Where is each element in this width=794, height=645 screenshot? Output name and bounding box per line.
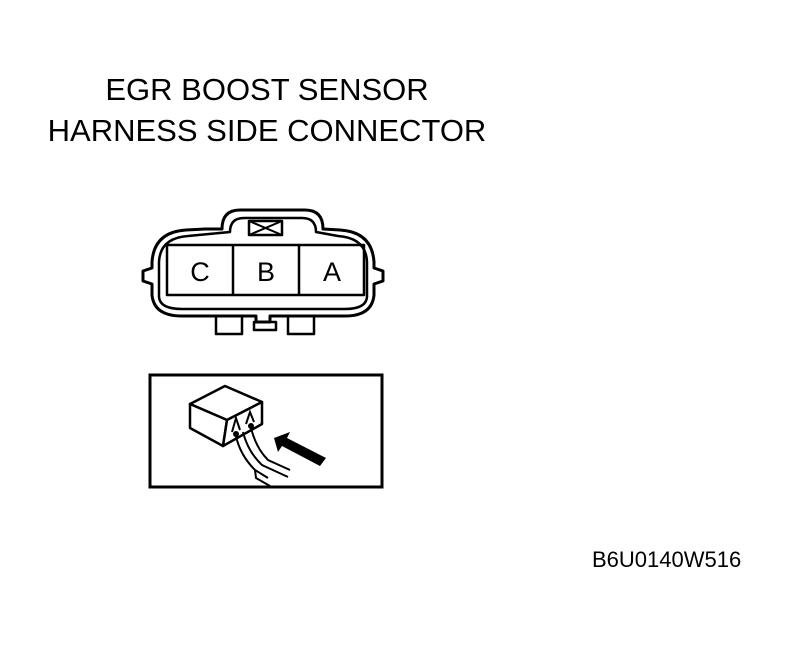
diagram-title-line2: HARNESS SIDE CONNECTOR <box>47 113 487 148</box>
reference-code: B6U0140W516 <box>592 547 742 572</box>
pin-label-c: C <box>190 257 210 287</box>
pin-label-b: B <box>257 257 275 287</box>
arrow-icon <box>274 432 326 466</box>
diagram-title-line1: EGR BOOST SENSOR <box>105 72 429 107</box>
pin-label-a: A <box>323 257 341 287</box>
inset-view-illustration <box>148 373 384 489</box>
